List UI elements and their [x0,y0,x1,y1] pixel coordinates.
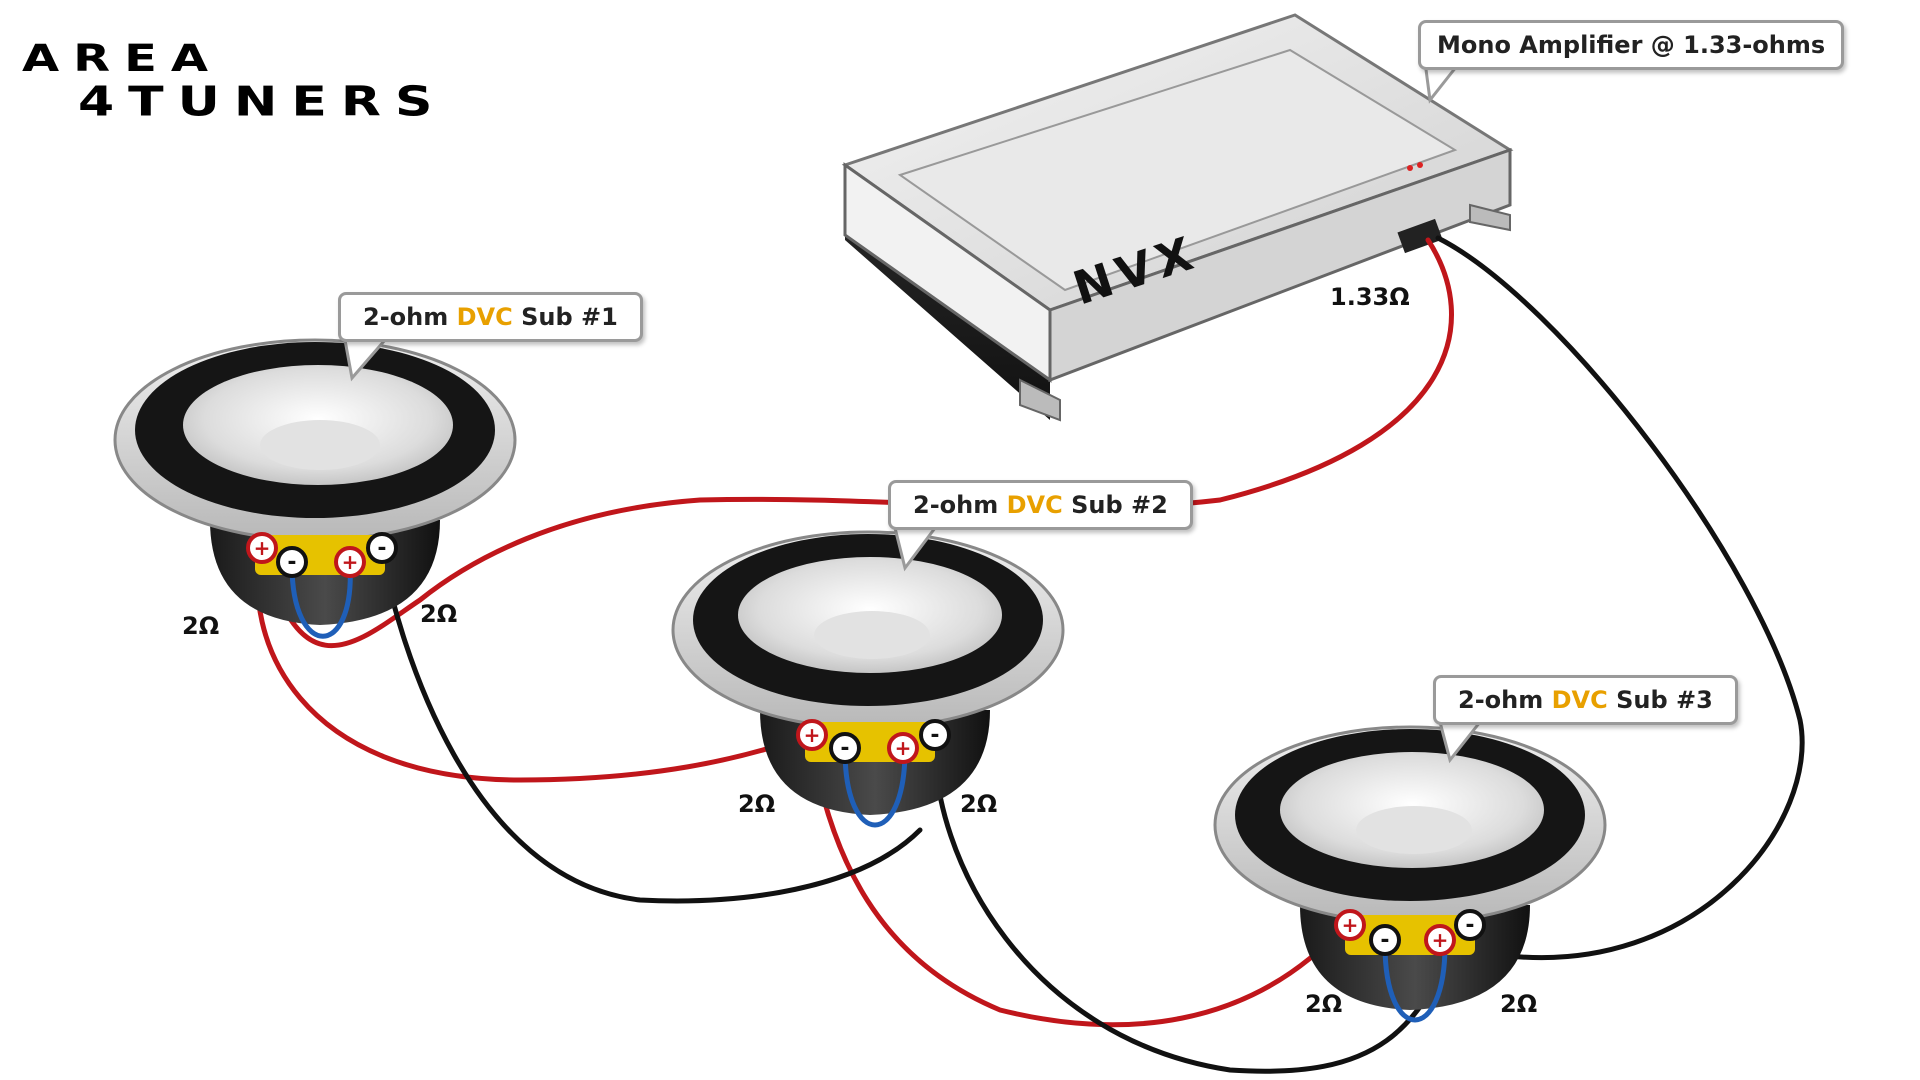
sub3-terminal-positive-1: + [1334,909,1366,941]
sub2-terminal-negative-2: - [919,719,951,751]
sub2-dustcap [814,611,930,659]
sub2-callout-post: Sub #2 [1062,491,1168,519]
sub2-coil-left-label: 2Ω [738,790,776,818]
logo-line-2: 4TUNERS [78,78,447,126]
sub1-callout-post: Sub #1 [512,303,618,331]
sub2-jumper-wire [842,749,908,828]
logo-line-1: AREA [22,36,223,81]
amplifier-speaker-terminal [1397,218,1443,254]
sub1-callout-pre: 2-ohm [363,303,457,331]
svg-text:+: + [1432,928,1449,952]
sub3-coil-right-label: 2Ω [1500,990,1538,1018]
amplifier-output-impedance: 1.33Ω [1330,283,1410,311]
sub3-terminal-negative-1: - [1369,924,1401,956]
sub1-callout-accent: DVC [456,303,513,331]
amplifier-right-face [1048,147,1512,383]
amplifier-foot-left [1019,378,1061,422]
positive-wire-amp [259,237,1454,649]
sub1-dustcap [260,420,380,470]
negative-wire-sub2-sub3 [932,732,1465,1074]
svg-text:-: - [840,736,849,761]
sub3-terminal-positive-2: + [1424,924,1456,956]
sub2-coil-right-label: 2Ω [960,790,998,818]
sub2-terminal-positive-1: + [796,719,828,751]
svg-text:-: - [930,723,939,748]
positive-wire-sub1-sub2 [255,542,813,783]
sub3-callout-accent: DVC [1551,686,1608,714]
sub1-callout: 2-ohm DVC Sub #1 [338,292,643,342]
sub3-callout: 2-ohm DVC Sub #3 [1433,675,1738,725]
subwoofer-2: + - + - [671,530,1065,828]
negative-wire-amp [1435,235,1805,960]
subwoofer-1: + - + - [113,338,517,639]
amplifier-callout-text: Mono Amplifier @ 1.33-ohms [1437,31,1826,59]
amplifier-heatsink-panel [897,48,1458,292]
sub1-terminal-negative-1: - [276,546,308,578]
sub2-terminal-negative-1: - [829,732,861,764]
svg-text:-: - [377,536,386,561]
sub3-callout-post: Sub #3 [1607,686,1713,714]
svg-text:+: + [254,536,271,560]
svg-text:-: - [287,550,296,575]
sub1-coil-left-label: 2Ω [182,612,220,640]
sub1-terminal-positive-1: + [246,532,278,564]
sub1-terminal-positive-2: + [334,546,366,578]
sub3-coil-left-label: 2Ω [1305,990,1343,1018]
svg-text:+: + [895,736,912,760]
wiring [255,235,1805,1074]
svg-text:+: + [804,723,821,747]
sub2-terminal-positive-2: + [887,732,919,764]
negative-wire-sub1-sub2 [377,542,923,904]
sub2-callout-accent: DVC [1006,491,1063,519]
power-led-icon [1407,165,1413,171]
svg-text:+: + [1342,913,1359,937]
positive-wire-sub2-sub3 [807,732,1348,1028]
amplifier: NVX 1.33Ω [841,13,1514,422]
sub2-callout-pre: 2-ohm [913,491,1007,519]
svg-text:-: - [1465,913,1474,938]
protect-led-icon [1417,162,1423,168]
svg-text:+: + [342,550,359,574]
area4tuners-logo: AREA 4TUNERS [22,40,446,134]
sub1-terminal-negative-2: - [366,532,398,564]
amplifier-callout: Mono Amplifier @ 1.33-ohms [1418,20,1845,70]
sub3-jumper-wire [1382,944,1448,1023]
sub1-coil-right-label: 2Ω [420,600,458,628]
subwoofer-3: + - + - [1213,725,1607,1023]
sub3-terminal-negative-2: - [1454,909,1486,941]
sub3-callout-pre: 2-ohm [1458,686,1552,714]
sub1-jumper-wire [289,564,353,639]
sub2-callout: 2-ohm DVC Sub #2 [888,480,1193,530]
svg-text:-: - [1380,928,1389,953]
amplifier-foot-right [1469,203,1511,232]
sub3-dustcap [1356,806,1472,854]
